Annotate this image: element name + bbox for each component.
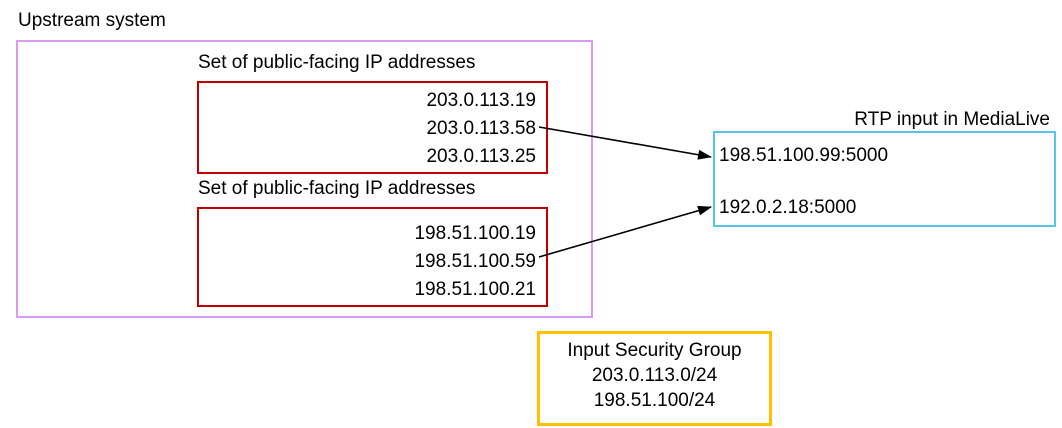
medialive-input-box	[713, 131, 1056, 227]
medialive-endpoint: 192.0.2.18:5000	[719, 197, 857, 218]
input-security-group-box: Input Security Group 203.0.113.0/24 198.…	[537, 331, 772, 426]
ip-set-2-label: Set of public-facing IP addresses	[198, 178, 476, 199]
upstream-system-title: Upstream system	[18, 10, 166, 31]
ip-address: 203.0.113.19	[426, 90, 536, 111]
ip-address: 198.51.100.19	[414, 223, 536, 244]
ip-address: 198.51.100.21	[414, 279, 536, 300]
medialive-endpoint: 198.51.100.99:5000	[719, 145, 889, 166]
ip-address: 203.0.113.58	[426, 118, 536, 139]
input-security-group-title: Input Security Group	[567, 340, 742, 361]
ip-set-2-box: 198.51.100.19 198.51.100.59 198.51.100.2…	[197, 207, 548, 307]
ip-address: 198.51.100.59	[414, 251, 536, 272]
security-group-cidr: 203.0.113.0/24	[591, 365, 718, 386]
ip-set-1-label: Set of public-facing IP addresses	[198, 52, 476, 73]
ip-set-1-box: 203.0.113.19 203.0.113.58 203.0.113.25	[197, 81, 548, 174]
security-group-cidr: 198.51.100/24	[593, 390, 716, 411]
medialive-input-label: RTP input in MediaLive	[854, 109, 1050, 130]
ip-address: 203.0.113.25	[426, 146, 536, 167]
